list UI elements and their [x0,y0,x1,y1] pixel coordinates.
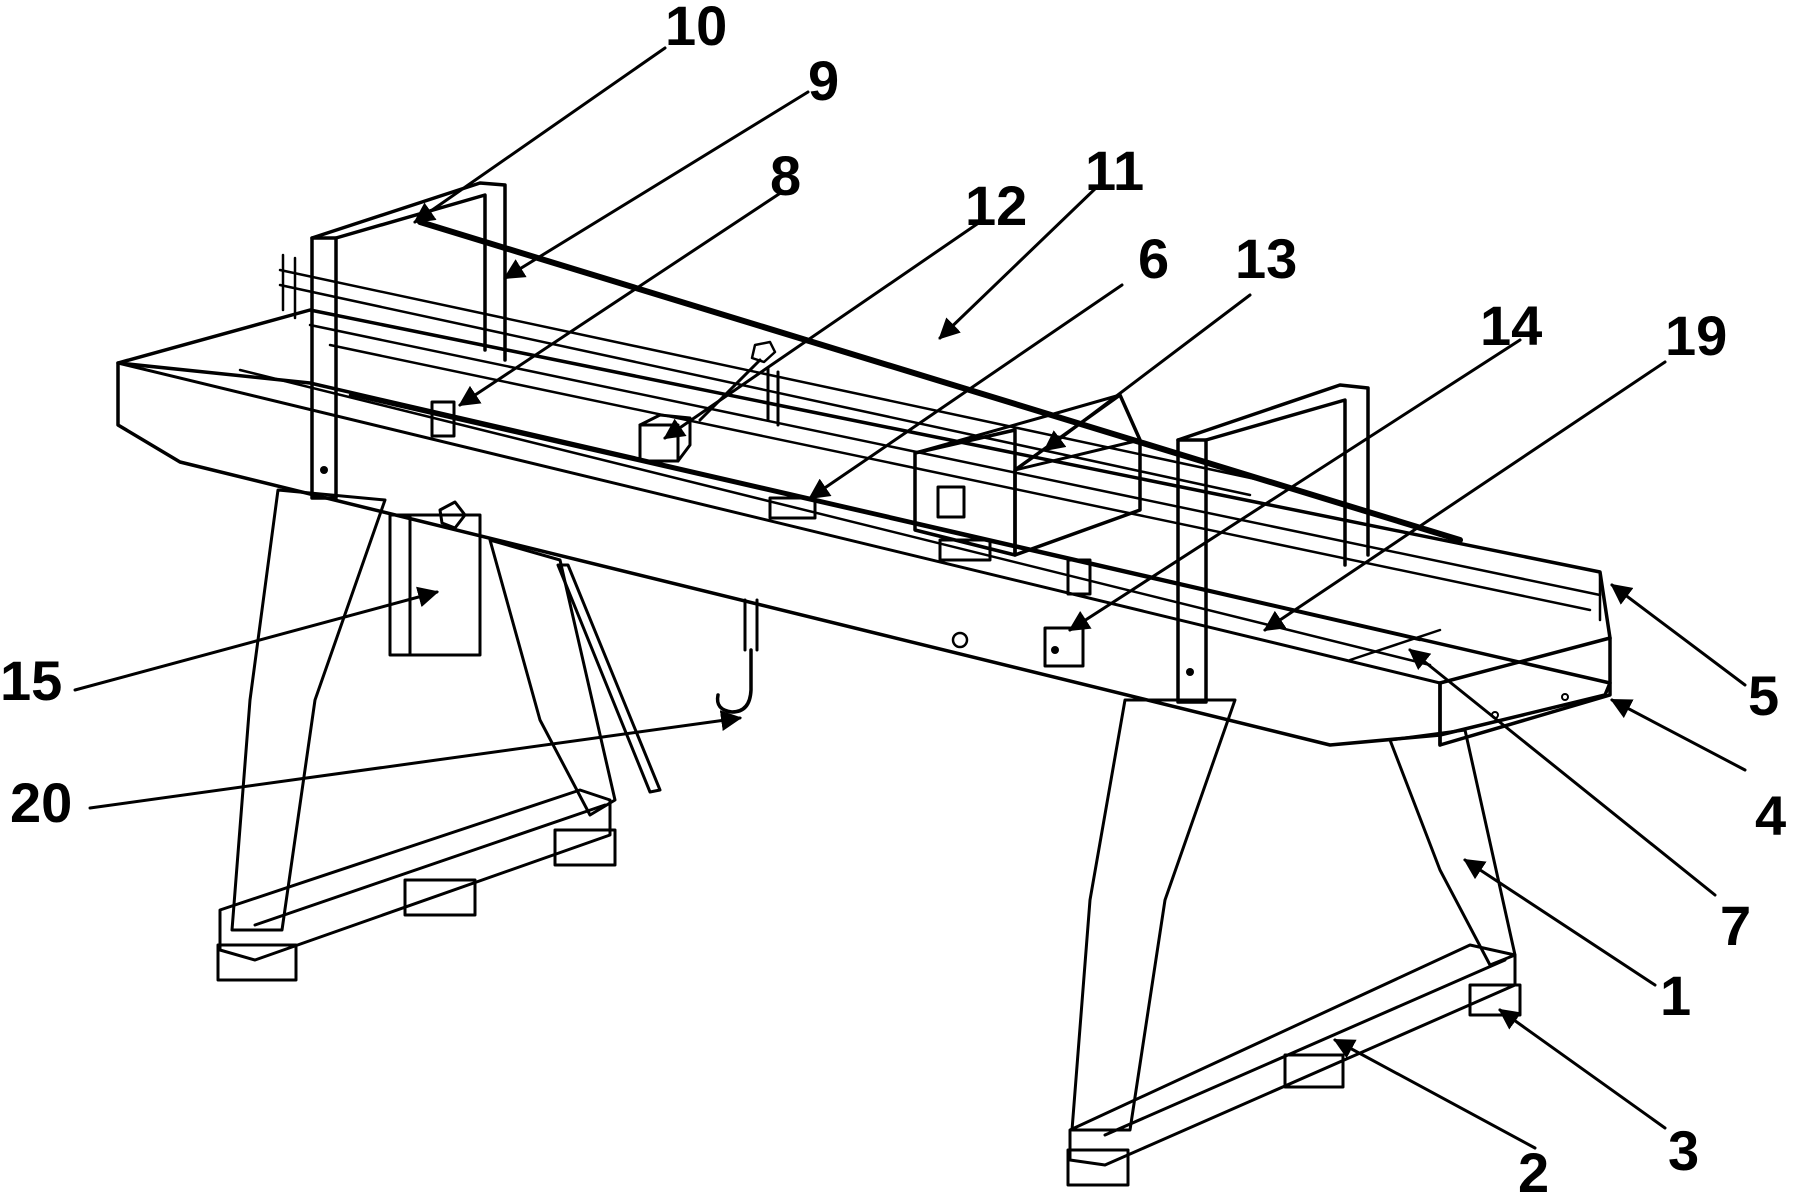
right-base-foot [1066,1148,1130,1187]
leader-1 [1463,858,1657,987]
limit-block-right [1066,558,1092,596]
left-leg-front-mesh [230,488,387,932]
trolley-components [430,340,1142,714]
left-base-foot [553,828,617,867]
leader-14 [1068,338,1522,632]
right-base-foot [1468,983,1522,1017]
label-19: 19 [1665,304,1727,367]
right-leg-front-mesh [1070,698,1237,1132]
leader-20 [88,710,743,810]
label-4: 4 [1755,784,1786,847]
left-base-frame [218,788,612,962]
label-7: 7 [1720,894,1751,957]
left-leg-assembly [216,488,662,982]
guide-cable [417,219,1463,543]
label-15: 15 [0,649,62,712]
leader-lines [73,46,1747,1150]
leader-12 [663,220,982,440]
label-2: 2 [1518,1141,1549,1200]
right-base-foot [1283,1053,1345,1089]
leader-5 [1610,583,1747,687]
girder-front-face [116,361,1612,747]
left-leg-rear-mesh [488,538,617,817]
right-leg-rear-mesh [1388,728,1517,967]
main-girder [116,253,1612,747]
left-base-foot [403,878,477,917]
label-1: 1 [1660,964,1691,1027]
leader-10 [413,46,667,224]
label-9: 9 [808,49,839,112]
label-5: 5 [1748,664,1779,727]
label-13: 13 [1235,227,1297,290]
label-12: 12 [965,174,1027,237]
leader-6 [808,283,1124,500]
hoist-block [638,423,680,463]
leader-8 [458,190,784,407]
left-brace [556,563,662,794]
label-10: 10 [665,0,727,57]
label-20: 20 [10,771,72,834]
leader-19 [1263,360,1667,632]
leader-11 [938,184,1100,340]
label-3: 3 [1668,1119,1699,1182]
leader-7 [1408,648,1717,897]
rail-clamp [768,496,817,520]
limit-block-left [430,400,456,438]
label-8: 8 [770,144,801,207]
leader-3 [1498,1008,1667,1130]
operator-cabin [388,513,482,657]
right-portal-frame [1176,383,1370,704]
leader-9 [503,90,810,280]
leader-15 [73,586,440,692]
leader-4 [1610,698,1747,772]
label-11: 11 [1085,139,1144,202]
crane-hook [715,648,753,714]
leader-2 [1333,1038,1537,1150]
label-6: 6 [1138,227,1169,290]
left-base-foot [216,943,298,982]
control-box [1043,626,1085,668]
right-leg-assembly [1066,698,1522,1187]
label-14: 14 [1480,294,1542,357]
leader-13 [1043,293,1252,452]
